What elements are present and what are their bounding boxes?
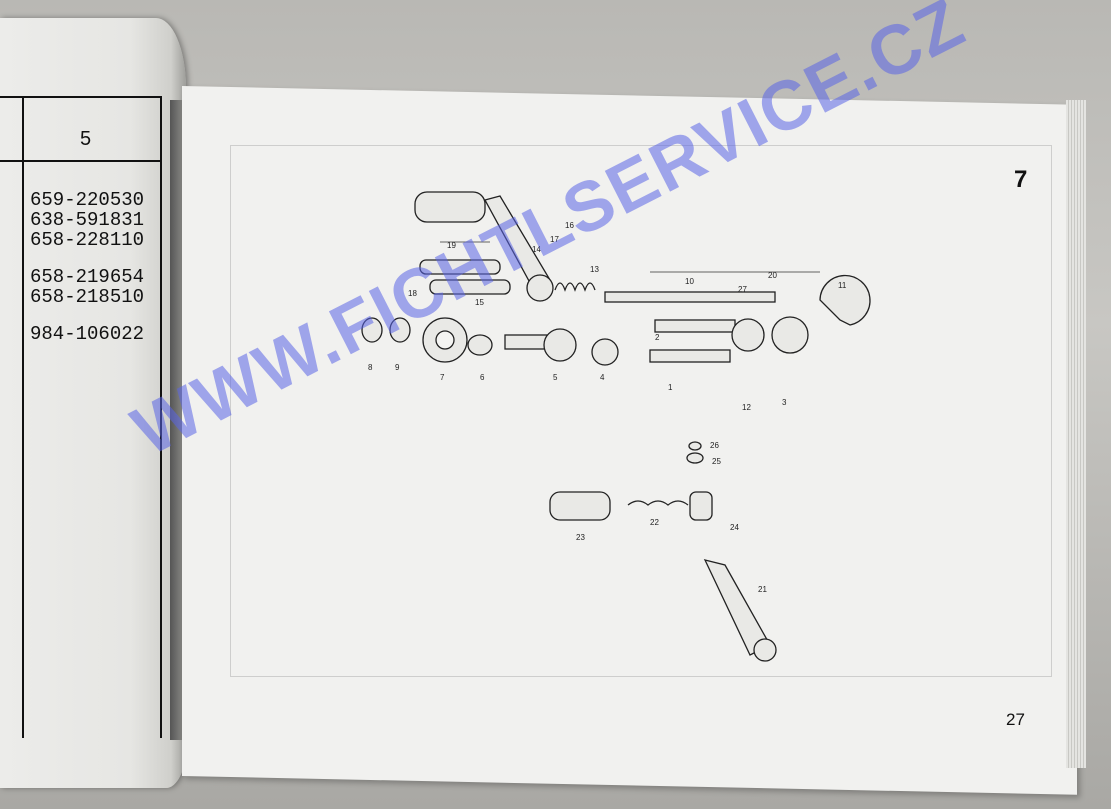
layshaft [654, 319, 736, 333]
gear-large [771, 316, 809, 354]
part-code [30, 307, 144, 324]
callout-label: 10 [685, 277, 694, 286]
washer [389, 317, 411, 343]
callout-label: 2 [655, 333, 660, 342]
callout-label: 23 [576, 533, 585, 542]
segment-gear [819, 274, 871, 326]
gear [543, 328, 577, 362]
callout-label: 18 [408, 289, 417, 298]
lever-eye [753, 638, 777, 662]
part-code: 659-220530 [30, 189, 145, 211]
kick-boss [526, 274, 554, 302]
callout-label: 15 [475, 298, 484, 307]
return-spring [554, 282, 596, 292]
callout-label: 14 [532, 245, 541, 254]
gear [731, 318, 765, 352]
callout-label: 26 [710, 441, 719, 450]
callout-label: 3 [782, 398, 787, 407]
callout-label: 5 [553, 373, 558, 382]
exploded-parts-diagram: 1 2 3 4 5 6 7 8 9 10 11 12 13 14 15 16 1… [361, 191, 871, 662]
circlip [688, 441, 702, 451]
part-code: 658-218510 [30, 286, 145, 308]
nut [361, 317, 383, 343]
callout-label: 16 [565, 221, 574, 230]
table-header-line [0, 160, 160, 162]
callout-label: 17 [550, 235, 559, 244]
callout-label: 1 [668, 383, 673, 392]
part-code: 638-591831 [30, 209, 145, 231]
gear-small [591, 338, 619, 366]
table-column-divider [22, 98, 24, 738]
callout-label: 12 [742, 403, 751, 412]
bushing [467, 334, 493, 356]
callout-label: 20 [768, 271, 777, 280]
part-code: 984-106022 [30, 323, 145, 345]
callout-label: 6 [480, 373, 485, 382]
callout-label: 21 [758, 585, 767, 594]
chain-segment [419, 259, 501, 275]
part-code [30, 250, 144, 267]
show-through-table [230, 125, 1060, 685]
mainshaft [649, 349, 731, 363]
callout-label: 9 [395, 363, 400, 372]
callout-label: 13 [590, 265, 599, 274]
section-number: 7 [1014, 166, 1028, 193]
pedal-hub [689, 491, 713, 521]
page-edges [1066, 100, 1086, 768]
sprocket-hub [435, 330, 455, 350]
callout-label: 24 [730, 523, 739, 532]
left-page: 5 659-220530 638-591831 658-228110 658-2… [0, 18, 186, 788]
callout-label: 11 [838, 281, 847, 290]
kick-shaft [604, 291, 776, 303]
page-number: 27 [1006, 710, 1025, 729]
chain-segment [429, 279, 511, 295]
part-code-list: 659-220530 638-591831 658-228110 658-219… [30, 190, 144, 344]
part-code: 658-228110 [30, 229, 145, 251]
part-code: 658-219654 [30, 266, 145, 288]
ghost-table-frame [230, 145, 1052, 677]
callout-label: 25 [712, 457, 721, 466]
pedal-rubber [414, 191, 486, 223]
washer-small [686, 452, 704, 464]
column-header: 5 [80, 128, 92, 150]
callout-label: 7 [440, 373, 445, 382]
callout-label: 8 [368, 363, 373, 372]
parts-table: 5 659-220530 638-591831 658-228110 658-2… [0, 96, 162, 738]
callout-label: 22 [650, 518, 659, 527]
callout-label: 19 [447, 241, 456, 250]
callout-label: 4 [600, 373, 605, 382]
gear-pedal-rubber [549, 491, 611, 521]
spring-pin [627, 500, 689, 506]
callout-label: 27 [738, 285, 747, 294]
